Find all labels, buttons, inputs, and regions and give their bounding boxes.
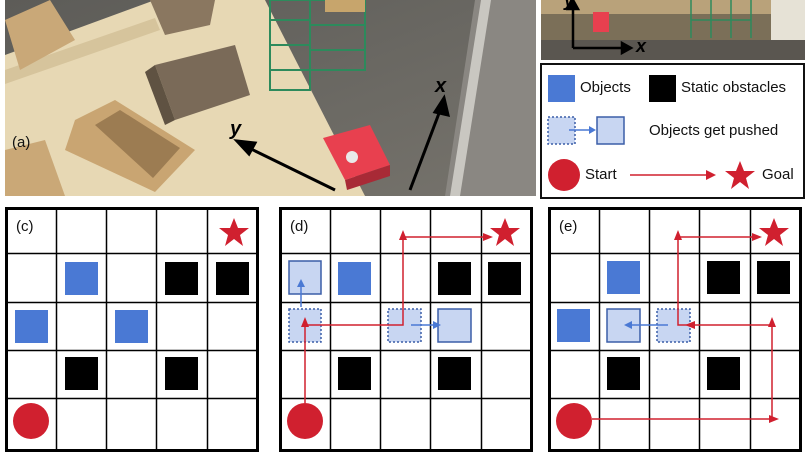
panel-label-e: (e) xyxy=(559,218,577,235)
object-block xyxy=(65,262,98,295)
warehouse-photo-b: y x xyxy=(541,0,805,60)
start-circle xyxy=(287,403,323,439)
grid-e-svg: (e) xyxy=(548,207,802,452)
static-obstacle xyxy=(707,261,740,294)
box xyxy=(155,45,250,120)
legend-push-arrow xyxy=(589,126,596,134)
axis-x-label: x xyxy=(434,75,447,97)
path-arrow xyxy=(301,317,309,327)
grid-c-svg: (c) xyxy=(5,207,259,452)
path-arrow xyxy=(483,233,493,241)
static-obstacle xyxy=(438,262,471,295)
push-arrow xyxy=(624,321,632,329)
static-obstacle xyxy=(488,262,521,295)
grid-e: (e) xyxy=(548,207,802,452)
static-obstacle xyxy=(757,261,790,294)
legend: Objects Static obstacles Objects get pus… xyxy=(540,63,805,199)
legend-pushed-label: Objects get pushed xyxy=(649,122,779,139)
legend-object-swatch xyxy=(548,75,575,102)
static-obstacle xyxy=(65,357,98,390)
robot-path xyxy=(304,236,485,403)
axis-x-label: x xyxy=(635,36,647,56)
axis-y-label: y xyxy=(229,118,242,140)
object-block xyxy=(115,310,148,343)
static-obstacle xyxy=(607,357,640,390)
legend-goal-star xyxy=(725,161,755,189)
grid-d: (d) xyxy=(279,207,533,452)
path-arrow xyxy=(399,230,407,240)
legend-start-label: Start xyxy=(585,166,617,183)
path-arrow xyxy=(674,230,682,240)
axis-arrows xyxy=(565,0,634,56)
panel-label-c: (c) xyxy=(16,218,34,235)
pushed-object-after xyxy=(288,260,322,295)
legend-obstacle-swatch xyxy=(649,75,676,102)
green-shelf xyxy=(269,0,366,91)
grid-c: (c) xyxy=(5,207,259,452)
object-block xyxy=(15,310,48,343)
panel-label-a: (a) xyxy=(12,134,30,151)
panel-label-d: (d) xyxy=(290,218,308,235)
object-block xyxy=(607,261,640,294)
grid-d-svg: (d) xyxy=(279,207,533,452)
axis-y-label: y xyxy=(563,0,575,10)
goal-star xyxy=(219,218,249,246)
path-arrow xyxy=(685,321,695,329)
push-arrow xyxy=(297,279,305,287)
pushed-object-after xyxy=(437,308,472,343)
legend-pushed-after-swatch xyxy=(596,116,625,145)
object-block xyxy=(557,309,590,342)
object-block xyxy=(338,262,371,295)
path-arrow xyxy=(752,233,762,241)
legend-static-label: Static obstacles xyxy=(681,79,787,96)
goal-star xyxy=(490,218,520,246)
path-arrow xyxy=(768,317,776,327)
static-obstacle xyxy=(165,357,198,390)
path-arrow xyxy=(769,415,779,423)
axis-arrows xyxy=(233,94,451,192)
legend-goal-label: Goal xyxy=(762,166,794,183)
red-robot xyxy=(593,12,609,32)
static-obstacle xyxy=(216,262,249,295)
push-arrow xyxy=(433,321,441,329)
static-obstacle xyxy=(707,357,740,390)
warehouse-photo-a: y x (a) xyxy=(5,0,536,196)
robot-path xyxy=(592,236,773,420)
static-obstacle xyxy=(165,262,198,295)
legend-start-circle xyxy=(548,159,580,191)
start-circle xyxy=(13,403,49,439)
start-circle xyxy=(556,403,592,439)
static-obstacle xyxy=(338,357,371,390)
box xyxy=(5,0,75,70)
legend-path-arrow xyxy=(706,170,716,180)
static-obstacle xyxy=(438,357,471,390)
goal-star xyxy=(759,218,789,246)
legend-objects-label: Objects xyxy=(580,79,631,96)
red-robot xyxy=(323,125,390,180)
box xyxy=(150,0,215,35)
